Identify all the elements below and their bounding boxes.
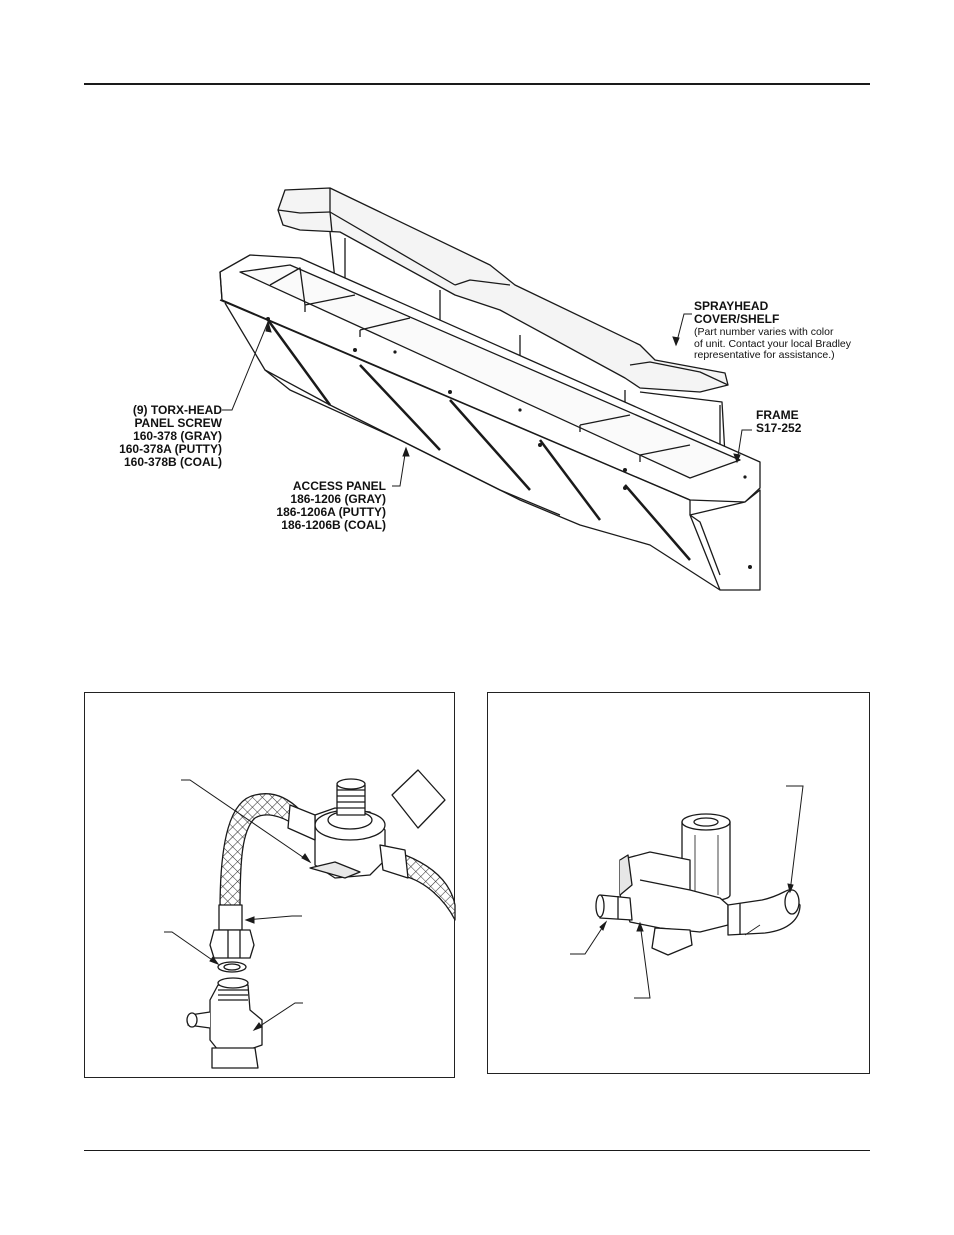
valve-hose-figure-box <box>84 692 455 1078</box>
frame-label: FRAME S17-252 <box>756 408 802 435</box>
access-panel-label: ACCESS PANEL 186-1206 (GRAY) 186-1206A (… <box>276 479 386 532</box>
panel-screw-label: (9) TORX-HEAD PANEL SCREW 160-378 (GRAY)… <box>119 403 222 469</box>
sprayhead-cover-label: SPRAYHEAD COVER/SHELF <box>694 299 780 326</box>
footer-rule <box>84 1150 870 1151</box>
solenoid-figure-box <box>487 692 870 1074</box>
sprayhead-cover-note: (Part number varies with color of unit. … <box>694 326 851 361</box>
header-rule <box>84 83 870 85</box>
